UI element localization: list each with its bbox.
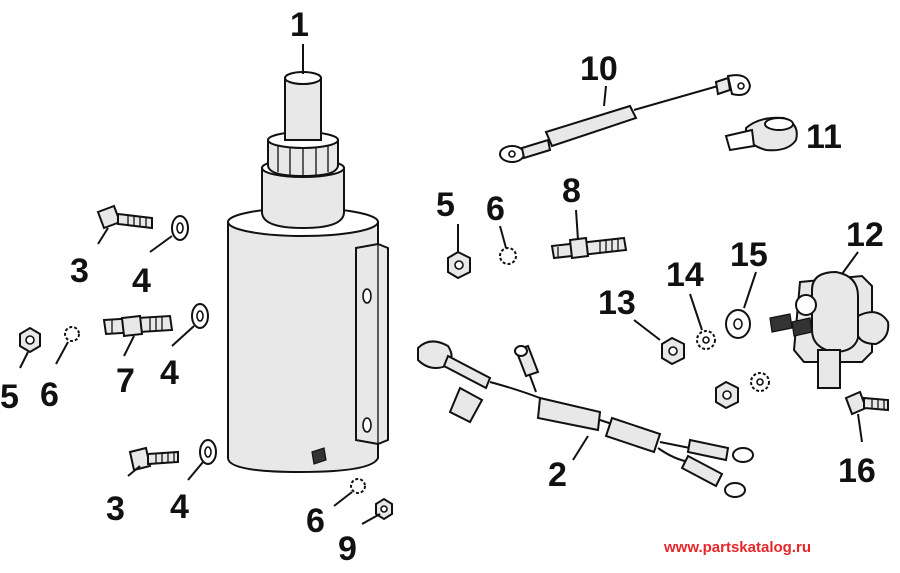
callout-6-bottom: 6 xyxy=(306,502,325,540)
callout-15: 15 xyxy=(730,236,768,274)
lockwasher-left xyxy=(64,326,80,342)
callout-3-lower: 3 xyxy=(106,490,125,528)
callout-numbers: 1 2 3 3 4 4 4 5 5 6 6 6 7 8 9 10 11 12 1… xyxy=(0,6,884,568)
terminal-boot xyxy=(724,116,798,152)
callout-5-left: 5 xyxy=(0,378,19,416)
stud-left xyxy=(102,314,174,338)
callout-10: 10 xyxy=(580,50,618,88)
lockwasher-center xyxy=(499,247,517,265)
callout-2: 2 xyxy=(548,456,567,494)
callout-5-center: 5 xyxy=(436,186,455,224)
callout-16: 16 xyxy=(838,452,876,490)
starter-motor xyxy=(227,71,389,474)
bolt-solenoid xyxy=(844,390,889,416)
callout-7: 7 xyxy=(116,362,135,400)
callout-11: 11 xyxy=(806,118,842,156)
callout-1: 1 xyxy=(290,6,309,44)
callout-6-center: 6 xyxy=(486,190,505,228)
callout-14: 14 xyxy=(666,256,704,294)
callout-6-left: 6 xyxy=(40,376,59,414)
callout-13: 13 xyxy=(598,284,636,322)
bolt-lower xyxy=(128,446,179,472)
callout-4-upper: 4 xyxy=(132,262,151,300)
callout-4-middle: 4 xyxy=(160,354,179,392)
callout-8: 8 xyxy=(562,172,581,210)
watermark: www.partskatalog.ru xyxy=(663,539,811,556)
leader-lines xyxy=(19,44,863,525)
callout-4-lower: 4 xyxy=(170,488,189,526)
bolt-upper xyxy=(96,204,153,230)
cable-harness xyxy=(417,340,754,498)
callout-3-upper: 3 xyxy=(70,252,89,290)
solenoid xyxy=(769,270,890,389)
callout-9: 9 xyxy=(338,530,357,568)
battery-cable xyxy=(499,74,752,163)
callout-12: 12 xyxy=(846,216,884,254)
lockwasher-bottom xyxy=(350,478,366,494)
stud-center xyxy=(550,236,628,260)
